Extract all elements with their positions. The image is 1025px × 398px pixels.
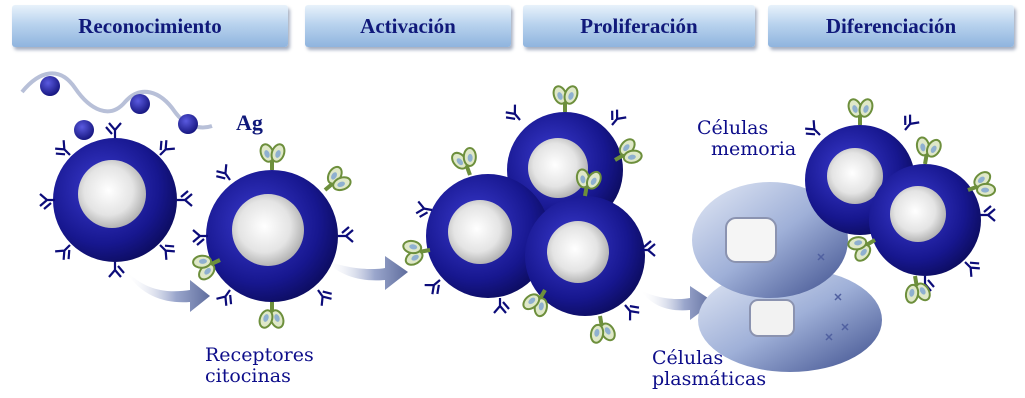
stage-label: Diferenciación xyxy=(825,13,957,38)
stage-tab-activacion: Activación xyxy=(305,5,511,47)
stage-header: Reconocimiento Activación Proliferación … xyxy=(0,0,1025,60)
b-cell-recognition xyxy=(38,121,194,279)
stage-label: Proliferación xyxy=(580,13,698,38)
receptors-label-line2: citocinas xyxy=(205,365,291,387)
antigen xyxy=(20,71,213,140)
receptors-label: Receptores citocinas xyxy=(205,345,314,387)
memory-cells xyxy=(801,95,1001,308)
process-arrows xyxy=(125,256,714,320)
plasma-cells xyxy=(692,182,882,372)
stage-tab-reconocimiento: Reconocimiento xyxy=(12,5,288,47)
stage-tab-proliferacion: Proliferación xyxy=(523,5,755,47)
stage-label: Reconocimiento xyxy=(78,13,222,38)
memory-cells-label: Células memoria xyxy=(697,118,796,160)
b-cell-activation xyxy=(186,140,358,332)
stage-label: Activación xyxy=(360,13,456,38)
antigen-label: Ag xyxy=(236,110,263,135)
b-cell-proliferation-cluster xyxy=(398,82,657,348)
memory-label-line1: Células xyxy=(697,117,769,139)
stage-tab-diferenciacion: Diferenciación xyxy=(768,5,1014,47)
memory-label-line2: memoria xyxy=(711,138,797,160)
receptors-label-line1: Receptores xyxy=(205,344,314,366)
plasma-label-line1: Células xyxy=(652,347,724,369)
plasma-label-line2: plasmáticas xyxy=(652,368,767,390)
plasma-cells-label: Células plasmáticas xyxy=(652,348,766,390)
